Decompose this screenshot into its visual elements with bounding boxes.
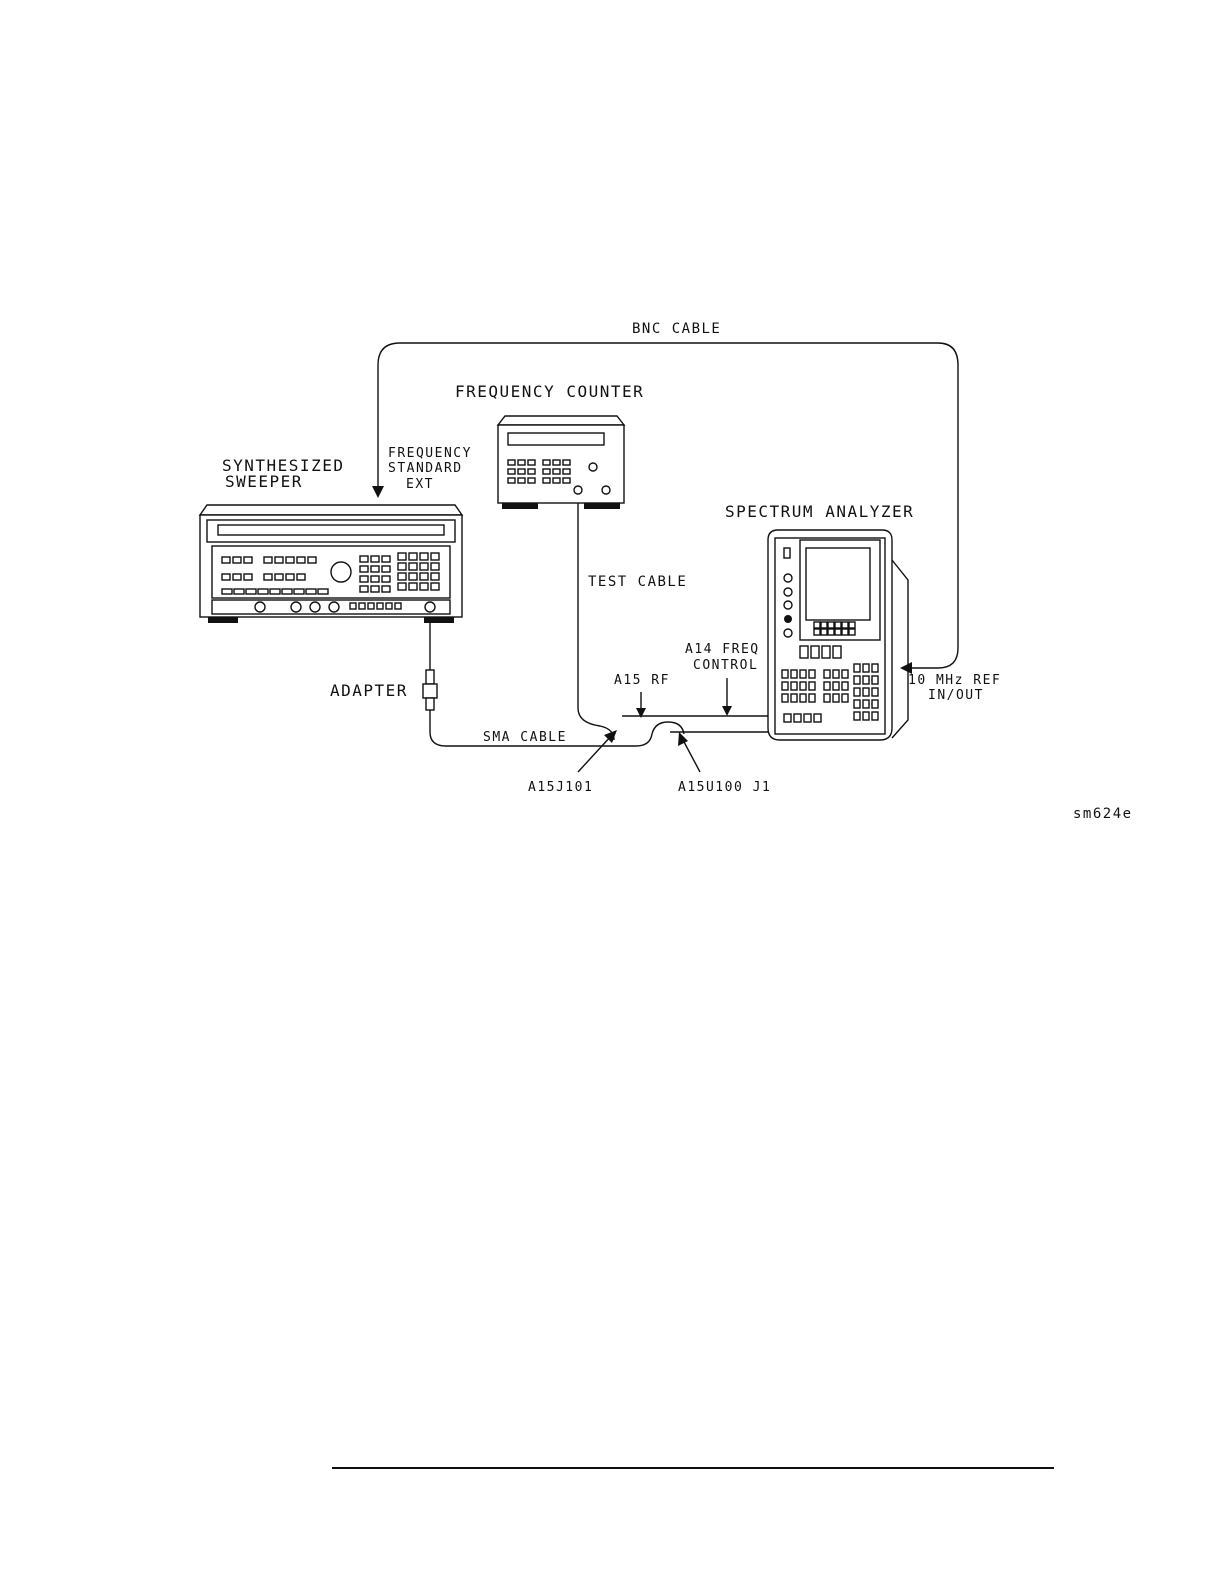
- bnc-cable-label: BNC CABLE: [632, 321, 721, 337]
- test-cable-label: TEST CABLE: [588, 574, 687, 590]
- spectrum-analyzer-label: SPECTRUM ANALYZER: [725, 502, 914, 521]
- adapter-label: ADAPTER: [330, 681, 408, 700]
- a15u100-arrowhead: [678, 732, 688, 746]
- sweeper-label: SWEEPER: [225, 472, 303, 491]
- a15j101-label: A15J101: [528, 780, 593, 795]
- figure-id-label: sm624e: [1073, 806, 1133, 822]
- standard-label: STANDARD: [388, 461, 463, 476]
- a15u100-pointer: [683, 740, 700, 772]
- synthesized-sweeper-icon: [200, 505, 462, 623]
- frequency-counter-icon: [498, 416, 624, 509]
- adapter-icon: [423, 670, 437, 710]
- control-label: CONTROL: [693, 658, 758, 673]
- a14-freq-label: A14 FREQ: [685, 642, 760, 657]
- spectrum-analyzer-icon: [768, 530, 908, 740]
- bnc-arrow-sweeper: [372, 486, 384, 498]
- ref-10mhz-label: 10 MHz REF: [908, 673, 1001, 688]
- frequency-counter-label: FREQUENCY COUNTER: [455, 382, 644, 401]
- a15-rf-label: A15 RF: [614, 673, 670, 688]
- a15u100-j1-label: A15U100 J1: [678, 780, 771, 795]
- a15j101-pointer: [578, 735, 612, 772]
- frequency-label: FREQUENCY: [388, 446, 472, 461]
- test-cable: [578, 494, 614, 740]
- sma-cable-label: SMA CABLE: [483, 730, 567, 745]
- ext-label: EXT: [406, 477, 434, 492]
- in-out-label: IN/OUT: [928, 688, 984, 703]
- a14-arrow: [722, 706, 732, 716]
